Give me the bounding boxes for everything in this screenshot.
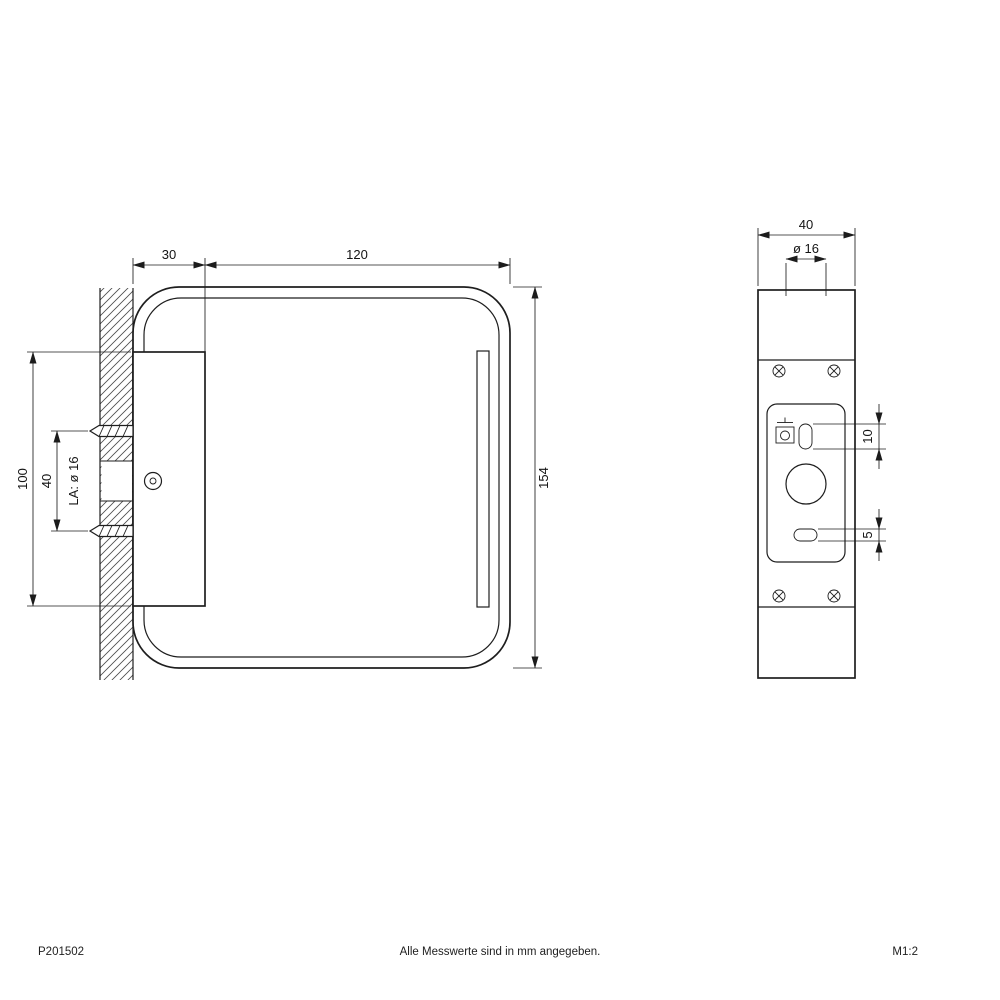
dim-label-10: 10 — [860, 429, 875, 443]
screw-slot — [829, 366, 839, 376]
dim-label-5: 5 — [860, 531, 875, 538]
front-view: 30 120 154 100 40 LA: ø 16 — [15, 247, 551, 680]
terminal-clamp — [775, 417, 795, 444]
dim-label-100: 100 — [15, 468, 30, 490]
screw-threads — [98, 425, 129, 437]
mounting-plate — [132, 351, 206, 607]
dim-label-cable-outlet: LA: ø 16 — [66, 456, 81, 505]
scale-label: M1:2 — [892, 946, 918, 958]
part-number: P201502 — [38, 946, 85, 958]
screw-body — [88, 524, 134, 538]
slot-bottom — [793, 528, 818, 542]
wall-anchor-screw-top — [88, 424, 134, 438]
cable-hole-gap — [101, 461, 132, 501]
dim-label-40-side: 40 — [799, 217, 813, 232]
led-strip — [476, 350, 490, 608]
clamp-circle — [780, 430, 790, 441]
fixing-screw-bottom-right — [827, 589, 841, 603]
dim-label-hole-dia: ø 16 — [793, 241, 819, 256]
dim-label-154: 154 — [536, 467, 551, 489]
clamp-box — [775, 426, 795, 444]
dim-label-40: 40 — [39, 474, 54, 488]
screw-threads — [98, 525, 129, 537]
wall-anchor-screw-bottom — [88, 524, 134, 538]
side-view: 40 ø 16 10 5 — [757, 217, 886, 679]
units-note: Alle Messwerte sind in mm angegeben. — [399, 946, 601, 958]
side-dimensions: 40 ø 16 10 5 — [757, 217, 886, 561]
cable-slot-top — [798, 423, 813, 450]
fixing-screw-bottom-left — [772, 589, 786, 603]
front-dimensions: 30 120 154 100 40 LA: ø 16 — [15, 247, 551, 669]
dim-label-30: 30 — [162, 247, 176, 262]
fixing-screw-top-right — [827, 364, 841, 378]
gear-tray — [766, 403, 846, 563]
center-screw-head — [143, 471, 163, 491]
side-body — [757, 289, 856, 679]
screw-slot — [829, 591, 839, 601]
dim-label-120: 120 — [346, 247, 368, 262]
cable-hole-circle — [785, 463, 827, 505]
fixing-screw-top-left — [772, 364, 786, 378]
wall-section — [99, 288, 134, 680]
screw-body — [88, 424, 134, 438]
screw-slot — [774, 591, 784, 601]
screw-slot — [774, 366, 784, 376]
center-screw-dot — [149, 477, 157, 485]
